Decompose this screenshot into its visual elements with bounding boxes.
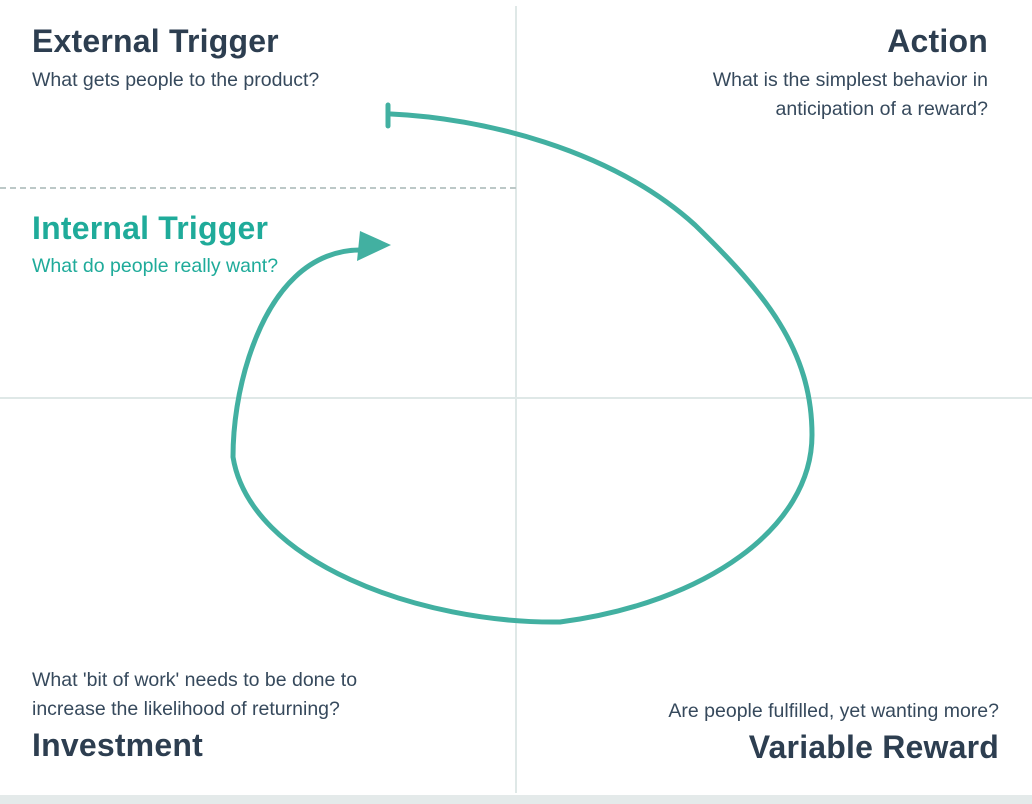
action-subtitle: What is the simplest behavior in anticip… xyxy=(712,69,988,120)
investment-subtitle: What 'bit of work' needs to be done to i… xyxy=(32,669,358,720)
external-trigger-title: External Trigger xyxy=(32,23,279,59)
external-trigger-label: External Trigger What gets people to the… xyxy=(32,22,452,95)
variable-reward-title: Variable Reward xyxy=(748,729,999,765)
internal-trigger-label: Internal Trigger What do people really w… xyxy=(32,209,452,281)
investment-title: Investment xyxy=(32,727,203,763)
vertical-divider-line xyxy=(515,6,517,793)
action-title: Action xyxy=(887,23,988,59)
internal-trigger-title: Internal Trigger xyxy=(32,210,269,246)
action-label: Action What is the simplest behavior in … xyxy=(658,22,988,124)
variable-reward-label: Are people fulfilled, yet wanting more? … xyxy=(579,697,999,766)
investment-label: What 'bit of work' needs to be done to i… xyxy=(32,666,397,764)
variable-reward-subtitle: Are people fulfilled, yet wanting more? xyxy=(668,700,999,722)
external-trigger-subtitle: What gets people to the product? xyxy=(32,69,320,91)
loop-path xyxy=(230,111,815,625)
trigger-dashed-divider-line xyxy=(0,187,516,189)
horizontal-divider-line xyxy=(0,397,1032,399)
bottom-edge-bar xyxy=(0,795,1032,804)
internal-trigger-subtitle: What do people really want? xyxy=(32,255,279,277)
